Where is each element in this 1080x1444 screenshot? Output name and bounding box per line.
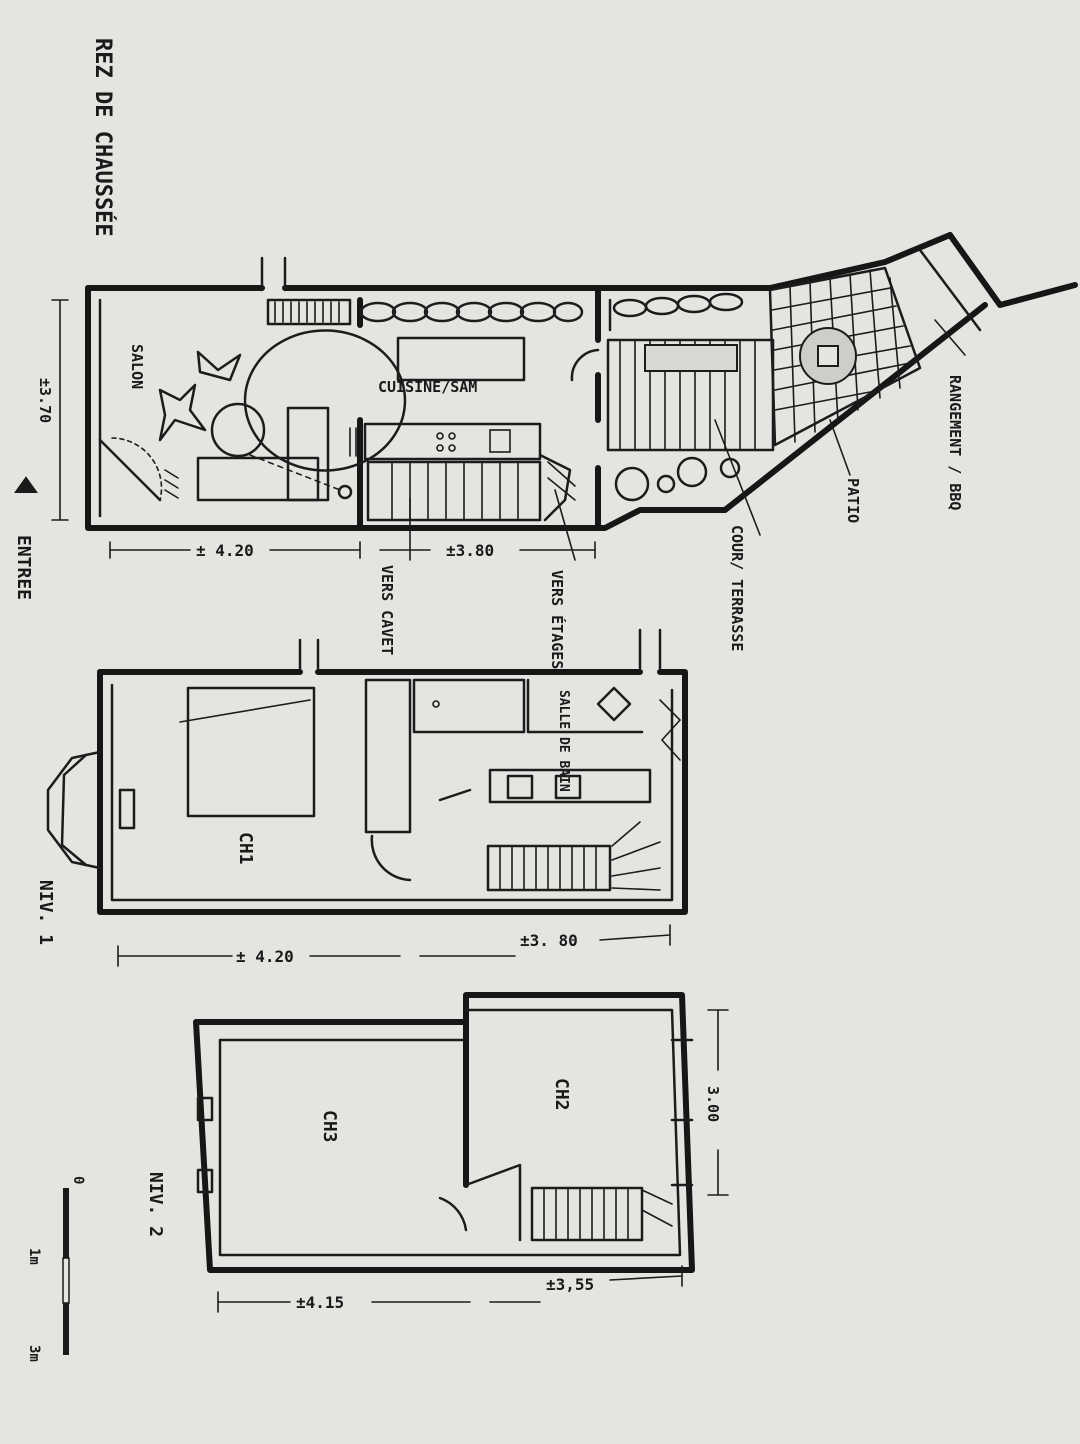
room-label-storage: RANGEMENT / BBQ	[946, 375, 964, 510]
bathroom-fittings	[412, 678, 652, 804]
cellar-stair	[366, 453, 576, 522]
ground-length-dimension-lines	[109, 541, 596, 559]
dimension-level-2-width: 3.00	[704, 1086, 722, 1122]
dimension-ground-front: ± 4.20	[196, 541, 254, 560]
room-label-patio: PATIO	[844, 478, 862, 523]
wardrobe	[364, 678, 412, 834]
scale-label-mid: 1m	[26, 1248, 42, 1265]
ground-floor-plan	[14, 232, 1078, 561]
salon-furniture	[98, 329, 407, 502]
sheet-title: REZ DE CHAUSSÉE	[90, 38, 116, 237]
planter-row	[359, 292, 744, 323]
bed	[186, 686, 316, 818]
level-1-stair	[486, 821, 661, 892]
room-label-kitchen: CUISINE/SAM	[378, 378, 477, 396]
dimension-level-2-front: ±4.15	[296, 1293, 344, 1312]
storage-wall	[947, 232, 1078, 308]
level-2-width-dimension-line	[707, 1009, 729, 1196]
note-to-floors: VERS ÉTAGES	[548, 570, 567, 669]
terrace-decking	[570, 338, 775, 502]
level-2-label: NIV. 2	[145, 1172, 166, 1237]
scale-label-end: 3m	[26, 1345, 42, 1362]
room-label-salon: SALON	[128, 344, 146, 389]
patio-paving	[768, 266, 922, 447]
room-label-ch3: CH3	[319, 1110, 340, 1143]
dimension-ground-width: ±3.70	[36, 378, 54, 423]
dimension-level-1-front: ± 4.20	[236, 947, 294, 966]
scale-bar	[62, 1188, 70, 1355]
ground-width-dimension-line	[51, 299, 69, 521]
scale-label-start: 0	[70, 1176, 86, 1184]
kitchen-fittings	[349, 336, 542, 461]
entry-label: ENTREE	[13, 535, 34, 600]
level-1-dimension-lines	[117, 924, 671, 967]
dimension-ground-rear: ±3.80	[446, 541, 494, 560]
note-to-cellar: VERS CAVET	[378, 565, 396, 655]
ground-floor-top-wall	[85, 232, 953, 291]
bay-window	[46, 750, 102, 870]
level-1-plan	[46, 628, 688, 967]
level-1-outer-wall	[97, 669, 688, 915]
level-1-label: NIV. 1	[35, 880, 56, 945]
level-2-length-dimension-lines	[217, 1265, 683, 1313]
level-2-outer-wall	[193, 992, 695, 1273]
room-label-cour-terrasse: COUR/ TERRASSE	[728, 525, 746, 651]
room-label-bathroom: SALLE DE BAIN	[556, 690, 571, 792]
dimension-level-1-rear: ±3. 80	[520, 931, 578, 950]
room-label-ch2: CH2	[551, 1078, 572, 1111]
level-2-plan	[193, 992, 729, 1313]
ground-floor-outer-wall	[85, 285, 988, 531]
entrance-arrow-icon	[14, 476, 38, 493]
level-2-stair	[530, 1186, 673, 1242]
room-label-ch1: CH1	[235, 832, 256, 865]
dimension-level-2-rear: ±3,55	[546, 1275, 594, 1294]
